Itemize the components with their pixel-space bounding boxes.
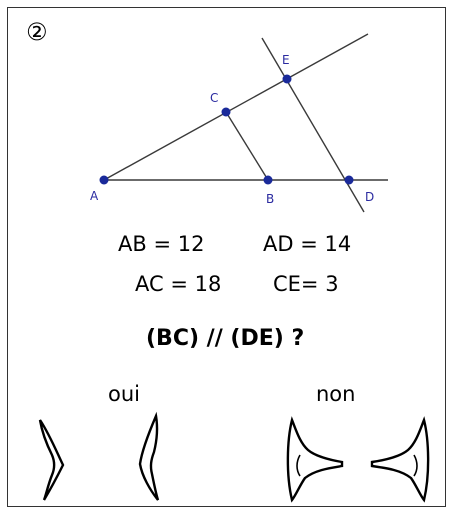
oui-right-hand (138, 411, 160, 501)
label-d: D (365, 190, 374, 204)
non-left-mark (296, 454, 301, 477)
exercise-card (7, 7, 446, 507)
given-ab: AB = 12 (118, 232, 205, 256)
non-right-mark (413, 454, 418, 477)
answer-no[interactable]: non (316, 382, 356, 406)
non-right-hand (370, 416, 430, 503)
exercise-number: ② (26, 18, 48, 46)
point-b (263, 175, 273, 185)
point-d (344, 175, 354, 185)
label-c: C (210, 91, 218, 105)
answer-yes[interactable]: oui (108, 382, 140, 406)
question: (BC) // (DE) ? (146, 326, 305, 351)
point-c (221, 107, 231, 117)
point-e (282, 74, 292, 84)
label-b: B (266, 192, 274, 206)
segment-cb (225, 111, 269, 181)
given-ce: CE= 3 (273, 272, 339, 296)
given-ac: AC = 18 (135, 272, 222, 296)
oui-left-hand (38, 419, 65, 501)
point-a (99, 175, 109, 185)
line-ae (103, 33, 369, 181)
label-a: A (90, 189, 99, 203)
label-e: E (282, 53, 290, 67)
given-ad: AD = 14 (263, 232, 352, 256)
non-left-hand (286, 416, 344, 503)
